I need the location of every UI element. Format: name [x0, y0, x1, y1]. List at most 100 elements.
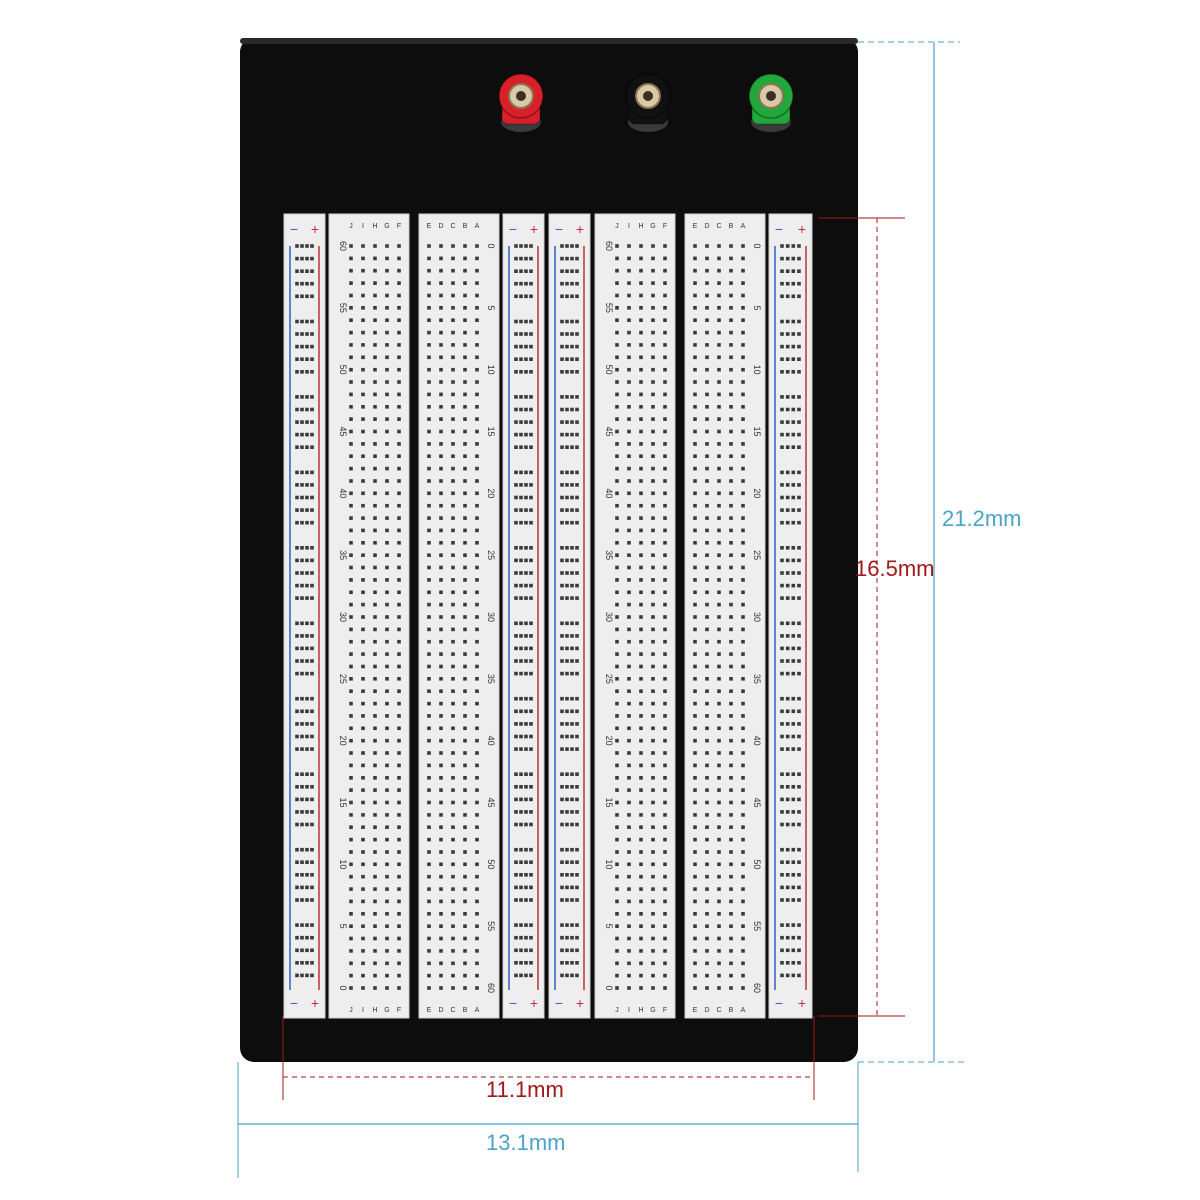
- row-number: 20: [338, 736, 348, 746]
- column-letter: H: [638, 223, 643, 230]
- rail-minus-sign: −: [555, 995, 563, 1011]
- row-number: 50: [486, 859, 496, 869]
- column-letter: G: [650, 223, 655, 230]
- column-letter: C: [716, 1007, 721, 1014]
- rail-plus-sign: +: [576, 221, 584, 237]
- row-number: 40: [486, 736, 496, 746]
- column-letter: C: [450, 1007, 455, 1014]
- dimension-lines: [237, 41, 965, 1178]
- rail-minus-sign: −: [290, 221, 298, 237]
- column-letter: H: [372, 1007, 377, 1014]
- column-letter: D: [438, 223, 443, 230]
- column-letter: I: [628, 1007, 630, 1014]
- column-letter: A: [741, 1007, 746, 1014]
- row-number: 5: [752, 305, 762, 310]
- column-letter: D: [704, 1007, 709, 1014]
- row-number: 10: [752, 365, 762, 375]
- column-letter: E: [427, 1007, 432, 1014]
- column-letter: H: [372, 223, 377, 230]
- row-number: 0: [752, 243, 762, 248]
- board-height-label: 16.5mm: [855, 556, 935, 581]
- row-number: 30: [604, 612, 614, 622]
- row-number: 50: [604, 365, 614, 375]
- column-letter: G: [384, 223, 389, 230]
- power-rail-3: −+−+: [548, 213, 591, 1019]
- column-letter: F: [663, 223, 667, 230]
- row-number: 35: [752, 674, 762, 684]
- row-number: 10: [486, 365, 496, 375]
- row-number: 45: [604, 426, 614, 436]
- row-number: 55: [752, 921, 762, 931]
- row-number: 0: [486, 243, 496, 248]
- rail-minus-sign: −: [509, 221, 517, 237]
- column-letter: D: [704, 223, 709, 230]
- column-letter: J: [349, 223, 353, 230]
- column-letter: B: [729, 223, 734, 230]
- rail-minus-sign: −: [290, 995, 298, 1011]
- row-number: 50: [752, 859, 762, 869]
- column-letter: H: [638, 1007, 643, 1014]
- column-letter: E: [693, 223, 698, 230]
- overall-height-label: 21.2mm: [942, 506, 1022, 531]
- row-number: 30: [486, 612, 496, 622]
- row-number: 20: [486, 488, 496, 498]
- row-number: 60: [604, 241, 614, 251]
- row-number: 45: [752, 797, 762, 807]
- row-number: 40: [604, 488, 614, 498]
- column-letter: A: [475, 1007, 480, 1014]
- row-number: 60: [752, 983, 762, 993]
- row-number: 35: [604, 550, 614, 560]
- row-number: 5: [486, 305, 496, 310]
- column-letter: J: [349, 1007, 353, 1014]
- row-number: 25: [338, 674, 348, 684]
- row-number: 15: [604, 797, 614, 807]
- column-letter: B: [463, 1007, 468, 1014]
- rail-plus-sign: +: [798, 995, 806, 1011]
- column-letter: I: [628, 223, 630, 230]
- black-binding-post-icon: [625, 73, 671, 132]
- row-number: 55: [338, 303, 348, 313]
- column-letter: J: [615, 1007, 619, 1014]
- column-letter: B: [463, 223, 468, 230]
- power-rail-1: −+−+: [283, 213, 326, 1019]
- rail-plus-sign: +: [530, 995, 538, 1011]
- row-number: 40: [752, 736, 762, 746]
- row-number: 15: [752, 426, 762, 436]
- row-number: 55: [486, 921, 496, 931]
- base-plate-edge-highlight: [240, 38, 858, 44]
- row-number: 10: [338, 859, 348, 869]
- row-number: 25: [486, 550, 496, 560]
- red-binding-post-icon: [498, 73, 544, 132]
- column-letter: C: [450, 223, 455, 230]
- rail-plus-sign: +: [798, 221, 806, 237]
- column-letter: A: [475, 223, 480, 230]
- rail-minus-sign: −: [509, 995, 517, 1011]
- rail-minus-sign: −: [775, 221, 783, 237]
- row-number: 15: [486, 426, 496, 436]
- row-number: 45: [486, 797, 496, 807]
- column-letter: I: [362, 1007, 364, 1014]
- overall-width-label: 13.1mm: [486, 1130, 566, 1155]
- column-letter: A: [741, 223, 746, 230]
- row-number: 40: [338, 488, 348, 498]
- column-letter: E: [427, 223, 432, 230]
- row-number: 50: [338, 365, 348, 375]
- binding-posts: [498, 73, 794, 132]
- column-letter: C: [716, 223, 721, 230]
- row-number: 15: [338, 797, 348, 807]
- row-number: 20: [604, 736, 614, 746]
- row-number: 60: [338, 241, 348, 251]
- green-binding-post-icon: [748, 73, 794, 132]
- column-letter: B: [729, 1007, 734, 1014]
- column-letter: G: [650, 1007, 655, 1014]
- row-number: 25: [752, 550, 762, 560]
- power-rail-2: −+−+: [502, 213, 545, 1019]
- row-number: 30: [752, 612, 762, 622]
- rail-plus-sign: +: [576, 995, 584, 1011]
- row-number: 20: [752, 488, 762, 498]
- row-number: 10: [604, 859, 614, 869]
